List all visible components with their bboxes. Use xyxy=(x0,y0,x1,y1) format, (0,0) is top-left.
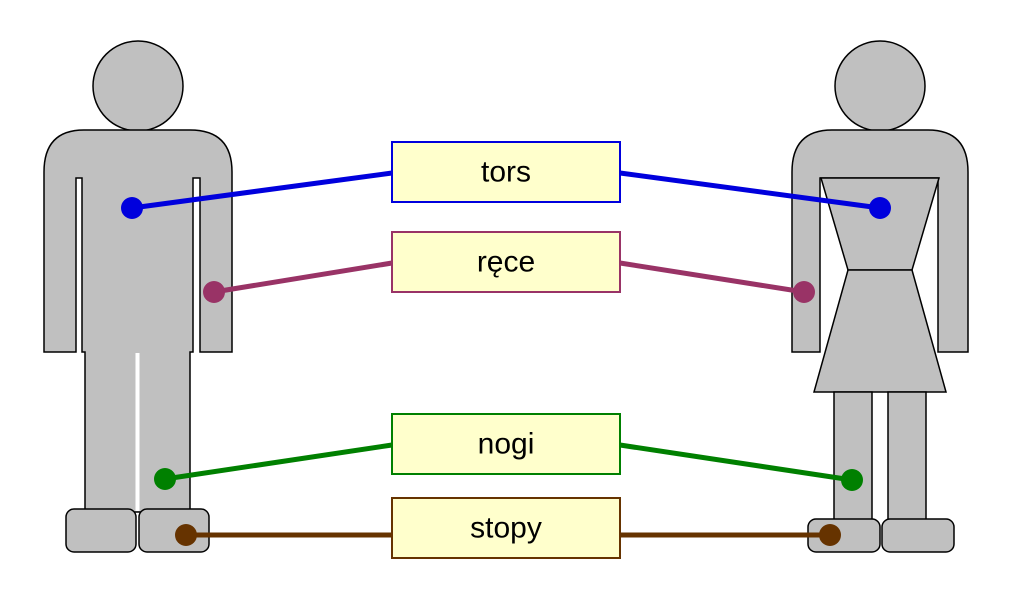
label-legs: nogi xyxy=(391,413,621,475)
label-box-torso xyxy=(391,141,621,203)
connector-line-arms-left xyxy=(213,260,393,295)
marker-dot-feet-female xyxy=(819,524,841,546)
connector-line-torso-left xyxy=(131,170,393,211)
connector-line-torso-right xyxy=(619,170,881,211)
label-box-arms xyxy=(391,231,621,293)
connector-line-legs-left xyxy=(164,442,393,482)
female-figure xyxy=(791,40,969,553)
marker-dot-torso-female xyxy=(869,197,891,219)
marker-dot-arms-female xyxy=(793,281,815,303)
connector-legs xyxy=(154,442,863,491)
marker-dot-legs-male xyxy=(154,468,176,490)
female-torso xyxy=(819,177,941,271)
marker-dot-legs-female xyxy=(841,469,863,491)
male-right-foot xyxy=(138,508,210,553)
marker-dot-arms-male xyxy=(203,281,225,303)
female-head xyxy=(834,40,926,132)
female-right-leg xyxy=(887,391,927,523)
connector-arms xyxy=(203,260,815,303)
connector-line-arms-right xyxy=(619,260,805,295)
connector-line-legs-right xyxy=(619,442,853,483)
label-text-torso: tors xyxy=(481,156,531,189)
label-text-feet: stopy xyxy=(470,512,542,545)
marker-dot-feet-male xyxy=(175,524,197,546)
label-text-legs: nogi xyxy=(478,428,535,461)
label-box-legs xyxy=(391,413,621,475)
male-left-foot xyxy=(65,508,137,553)
label-torso: tors xyxy=(391,141,621,203)
male-head xyxy=(92,40,184,132)
label-feet: stopy xyxy=(391,497,621,559)
female-right-foot xyxy=(881,518,955,553)
label-arms: ręce xyxy=(391,231,621,293)
female-dress xyxy=(813,269,947,393)
label-box-feet xyxy=(391,497,621,559)
connector-feet xyxy=(175,524,841,546)
connector-torso xyxy=(121,170,891,219)
label-text-arms: ręce xyxy=(477,246,535,279)
marker-dot-torso-male xyxy=(121,197,143,219)
female-left-leg xyxy=(833,391,873,523)
